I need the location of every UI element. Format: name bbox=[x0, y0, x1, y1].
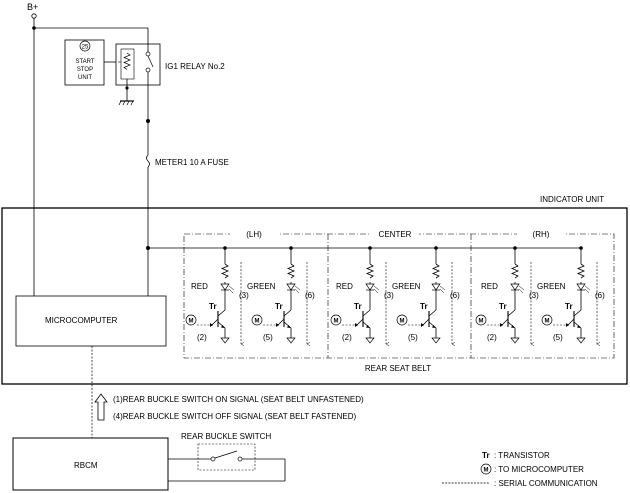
red-output-number: (3) bbox=[384, 291, 394, 300]
signal-on-text: (1)REAR BUCKLE SWITCH ON SIGNAL (SEAT BE… bbox=[113, 395, 364, 404]
section-title: (LH) bbox=[246, 230, 262, 239]
red-m-icon bbox=[185, 314, 197, 326]
red-tr-label: Tr bbox=[499, 302, 507, 311]
green-tr-label: Tr bbox=[420, 302, 428, 311]
seat-sections: (LH) M RED (3) Tr (2) M GREEN (6) Tr (5) CENTER M RED… bbox=[185, 228, 605, 344]
red-m-symbol: M bbox=[479, 319, 484, 325]
power-supply-area: B+ 25 START STOP UNIT IG1 RELAY No.2 bbox=[27, 2, 229, 296]
green-m-symbol: M bbox=[255, 319, 260, 325]
red-input-number: (2) bbox=[487, 333, 497, 342]
rear-buckle-switch-label: REAR BUCKLE SWITCH bbox=[181, 432, 271, 441]
green-output-number: (6) bbox=[305, 291, 315, 300]
ig1-relay-box bbox=[115, 43, 161, 86]
microcomputer-box bbox=[15, 295, 167, 347]
buckle-switch-icon bbox=[214, 450, 238, 459]
b-plus-label: B+ bbox=[27, 2, 38, 12]
section-0: (LH) M RED (3) Tr (2) M GREEN (6) Tr (5) bbox=[185, 228, 315, 344]
green-m-symbol: M bbox=[545, 319, 550, 325]
red-led-icon bbox=[365, 283, 375, 291]
wire-junction-1 bbox=[146, 119, 150, 123]
green-color-label: GREEN bbox=[537, 282, 566, 291]
rbcm-label: RBCM bbox=[74, 461, 98, 470]
red-color-label: RED bbox=[481, 282, 498, 291]
fuse-label: METER1 10 A FUSE bbox=[155, 158, 229, 167]
relay-coil-icon bbox=[123, 52, 131, 70]
relay-switch-icon bbox=[147, 55, 154, 68]
red-color-label: RED bbox=[336, 282, 353, 291]
section-title: CENTER bbox=[379, 230, 412, 239]
legend-m-symbol: M bbox=[484, 468, 489, 474]
green-output-number: (6) bbox=[595, 291, 605, 300]
green-input-number: (5) bbox=[408, 333, 418, 342]
microcomputer-label: MICROCOMPUTER bbox=[45, 316, 118, 325]
red-resistor-icon bbox=[510, 263, 520, 279]
indicator-unit-label: INDICATOR UNIT bbox=[540, 195, 604, 204]
start-stop-unit-label-1: START bbox=[75, 59, 94, 65]
red-input-number: (2) bbox=[342, 333, 352, 342]
green-resistor-icon bbox=[576, 263, 586, 279]
red-m-icon bbox=[330, 314, 342, 326]
indicator-unit: INDICATOR UNIT MICROCOMPUTER REAR SEAT B… bbox=[1, 195, 628, 385]
legend-tr-symbol: Tr bbox=[482, 451, 490, 460]
legend: Tr : TRANSISTOR M : TO MICROCOMPUTER : S… bbox=[442, 451, 598, 488]
green-color-label: GREEN bbox=[392, 282, 421, 291]
start-stop-unit-label-2: STOP bbox=[77, 67, 93, 73]
section-2: (RH) M RED (3) Tr (2) M GREEN (6) Tr (5) bbox=[475, 228, 605, 344]
red-input-number: (2) bbox=[197, 333, 207, 342]
legend-serial-text: : SERIAL COMMUNICATION bbox=[494, 479, 598, 488]
green-tr-label: Tr bbox=[275, 302, 283, 311]
green-resistor-icon bbox=[431, 263, 441, 279]
start-stop-unit-label-3: UNIT bbox=[78, 75, 92, 81]
green-tr-label: Tr bbox=[565, 302, 573, 311]
green-output-number: (6) bbox=[450, 291, 460, 300]
green-led-icon bbox=[576, 283, 586, 291]
red-output-number: (3) bbox=[239, 291, 249, 300]
b-plus-terminal bbox=[31, 13, 37, 19]
relay-label: IG1 RELAY No.2 bbox=[165, 62, 225, 71]
red-tr-label: Tr bbox=[209, 302, 217, 311]
red-output-number: (3) bbox=[529, 291, 539, 300]
legend-m-text: : TO MICROCOMPUTER bbox=[494, 465, 584, 474]
green-m-symbol: M bbox=[400, 319, 405, 325]
rear-buckle-switch-frame bbox=[197, 443, 256, 471]
section-title: (RH) bbox=[533, 230, 550, 239]
red-resistor-icon bbox=[220, 263, 230, 279]
indicator-unit-box bbox=[1, 207, 628, 385]
red-tr-label: Tr bbox=[354, 302, 362, 311]
fuse-icon bbox=[146, 154, 150, 168]
green-resistor-icon bbox=[286, 263, 296, 279]
red-m-icon bbox=[475, 314, 487, 326]
red-m-symbol: M bbox=[189, 319, 194, 325]
legend-m-icon bbox=[480, 463, 492, 475]
section-1: CENTER M RED (3) Tr (2) M GREEN (6) Tr (5) bbox=[330, 228, 460, 344]
legend-tr-text: : TRANSISTOR bbox=[494, 451, 550, 460]
bottom-area: (1)REAR BUCKLE SWITCH ON SIGNAL (SEAT BE… bbox=[12, 346, 598, 491]
start-stop-unit-number: 25 bbox=[82, 45, 89, 51]
rbcm-box bbox=[12, 437, 169, 491]
signal-up-arrow-icon bbox=[94, 393, 108, 421]
start-stop-unit-connector bbox=[79, 40, 91, 52]
green-m-icon bbox=[251, 314, 263, 326]
red-m-symbol: M bbox=[334, 319, 339, 325]
green-led-icon bbox=[431, 283, 441, 291]
green-m-icon bbox=[541, 314, 553, 326]
red-resistor-icon bbox=[365, 263, 375, 279]
rear-seat-belt-label: REAR SEAT BELT bbox=[365, 364, 431, 373]
red-color-label: RED bbox=[191, 282, 208, 291]
relay-contact-top bbox=[145, 51, 151, 57]
green-input-number: (5) bbox=[263, 333, 273, 342]
green-m-icon bbox=[396, 314, 408, 326]
green-led-icon bbox=[286, 283, 296, 291]
signal-off-text: (4)REAR BUCKLE SWITCH OFF SIGNAL (SEAT B… bbox=[113, 412, 356, 421]
relay-contact-bottom bbox=[145, 67, 151, 73]
red-led-icon bbox=[220, 283, 230, 291]
green-color-label: GREEN bbox=[247, 282, 276, 291]
green-input-number: (5) bbox=[553, 333, 563, 342]
red-led-icon bbox=[510, 283, 520, 291]
relay-coil-frame bbox=[120, 48, 135, 80]
